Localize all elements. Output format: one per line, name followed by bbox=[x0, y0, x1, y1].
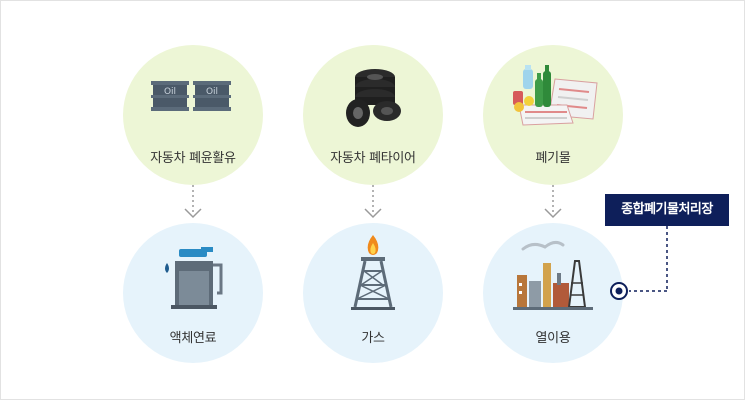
source-label-waste-oil: 자동차 폐윤활유 bbox=[150, 151, 236, 166]
flow-arrow-2 bbox=[364, 185, 382, 219]
output-label-heat-use: 열이용 bbox=[535, 331, 571, 346]
source-circle-waste-tire: 자동차 폐타이어 bbox=[303, 45, 443, 185]
waste-bottles-paper-icon bbox=[513, 65, 598, 126]
gas-tower-flame-icon bbox=[351, 235, 395, 310]
fuel-pump-icon bbox=[165, 247, 223, 309]
oil-drum-icon: Oil Oil bbox=[151, 81, 231, 111]
facility-badge: 종합폐기물처리장 bbox=[605, 194, 729, 226]
flow-arrow-3 bbox=[544, 185, 562, 219]
output-label-gas: 가스 bbox=[361, 331, 385, 346]
source-label-waste: 폐기물 bbox=[535, 151, 571, 166]
output-circle-heat-use: 열이용 bbox=[483, 223, 623, 363]
factory-icon bbox=[513, 240, 593, 310]
source-circle-waste: 폐기물 bbox=[483, 45, 623, 185]
output-label-liquid-fuel: 액체연료 bbox=[169, 331, 217, 346]
drum-label-left: Oil bbox=[164, 87, 176, 97]
source-circle-waste-oil: Oil Oil 자동차 폐윤활유 bbox=[123, 45, 263, 185]
source-label-waste-tire: 자동차 폐타이어 bbox=[330, 151, 416, 166]
facility-connector bbox=[610, 226, 668, 300]
flow-arrow-1 bbox=[184, 185, 202, 219]
output-circle-gas: 가스 bbox=[303, 223, 443, 363]
output-circle-liquid-fuel: 액체연료 bbox=[123, 223, 263, 363]
tire-stack-icon bbox=[346, 69, 401, 127]
drum-label-right: Oil bbox=[206, 87, 218, 97]
